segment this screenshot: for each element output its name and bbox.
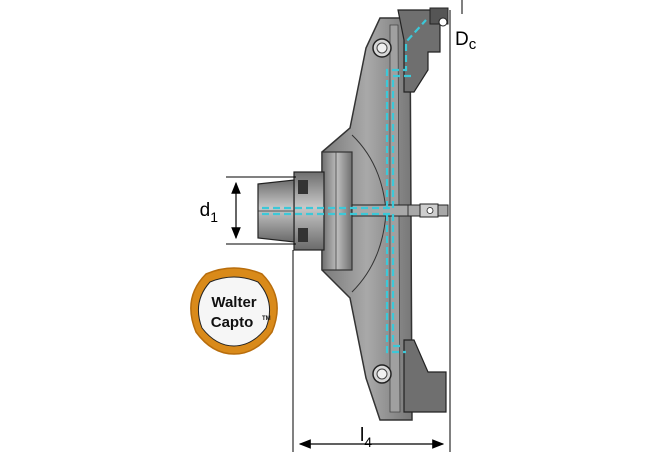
dimension-l4: l4 xyxy=(292,250,445,452)
d1-label: d1 xyxy=(200,200,219,225)
dc-label: Dc xyxy=(455,29,477,53)
center-bolt xyxy=(351,203,449,218)
walter-capto-badge: Walter Capto TM xyxy=(190,267,278,355)
mounting-screw-bottom xyxy=(372,364,392,384)
badge-line2: Capto xyxy=(211,314,254,331)
badge-trademark: TM xyxy=(262,316,271,322)
coolant-channels xyxy=(262,19,427,354)
badge-line1: Walter xyxy=(211,294,256,311)
dimension-dc: Dc xyxy=(449,0,477,452)
cutter-body xyxy=(321,17,413,421)
mounting-screw-top xyxy=(372,38,392,58)
insert-pocket-top xyxy=(397,7,449,93)
capto-shank xyxy=(257,171,325,251)
insert-pocket-bottom xyxy=(403,339,447,413)
dimension-d1: d1 xyxy=(200,176,296,245)
l4-label: l4 xyxy=(360,425,372,450)
